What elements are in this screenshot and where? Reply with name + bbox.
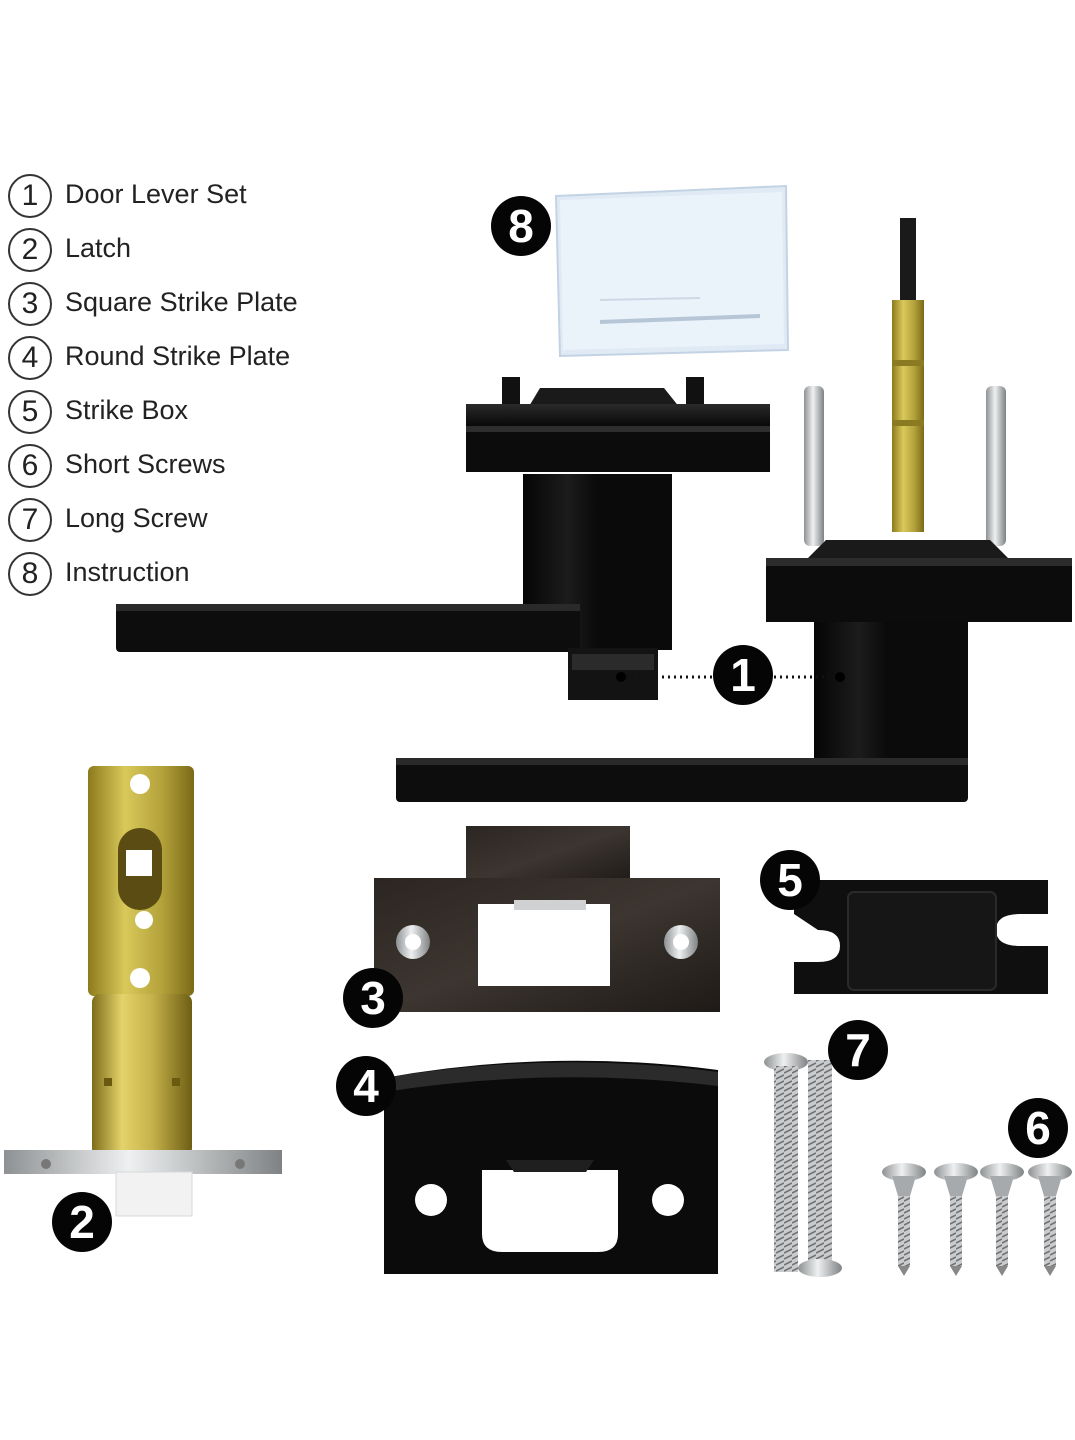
legend-item-instruction: 8 Instruction xyxy=(8,552,338,606)
legend-number: 1 xyxy=(8,174,52,218)
legend-item-round-strike-plate: 4 Round Strike Plate xyxy=(8,336,338,390)
door-lever-right xyxy=(396,218,1072,802)
legend-item-latch: 2 Latch xyxy=(8,228,338,282)
legend-number: 3 xyxy=(8,282,52,326)
badge-long-screws: 7 xyxy=(828,1020,888,1080)
long-screws xyxy=(764,1053,842,1277)
instruction-booklet xyxy=(554,184,790,358)
strike-box xyxy=(794,880,1048,994)
legend-label: Strike Box xyxy=(65,395,189,425)
legend-item-square-strike-plate: 3 Square Strike Plate xyxy=(8,282,338,336)
legend-label: Instruction xyxy=(65,557,190,587)
legend-number: 6 xyxy=(8,444,52,488)
latch xyxy=(4,766,282,1217)
short-screws xyxy=(882,1163,1072,1276)
door-lever-left xyxy=(116,377,770,700)
legend-item-door-lever-set: 1 Door Lever Set xyxy=(8,174,338,228)
legend-label: Square Strike Plate xyxy=(65,287,298,317)
badge-instruction: 8 xyxy=(491,196,551,256)
legend-number: 5 xyxy=(8,390,52,434)
legend-number: 4 xyxy=(8,336,52,380)
legend-number: 7 xyxy=(8,498,52,542)
badge-square-strike-plate: 3 xyxy=(343,968,403,1028)
legend-label: Round Strike Plate xyxy=(65,341,291,371)
lever-set-leader-lines xyxy=(616,672,845,682)
round-strike-plate xyxy=(384,1060,718,1274)
square-strike-plate xyxy=(374,826,720,1012)
legend-item-short-screws: 6 Short Screws xyxy=(8,444,338,498)
badge-lever-set: 1 xyxy=(713,645,773,705)
legend-item-strike-box: 5 Strike Box xyxy=(8,390,338,444)
legend-label: Latch xyxy=(65,233,132,263)
legend-number: 8 xyxy=(8,552,52,596)
legend-label: Door Lever Set xyxy=(65,179,247,209)
badge-latch: 2 xyxy=(52,1192,112,1252)
badge-strike-box: 5 xyxy=(760,850,820,910)
badge-round-strike-plate: 4 xyxy=(336,1056,396,1116)
legend-label: Long Screw xyxy=(65,503,208,533)
badge-short-screws: 6 xyxy=(1008,1098,1068,1158)
legend-label: Short Screws xyxy=(65,449,226,479)
parts-legend: 1 Door Lever Set 2 Latch 3 Square Strike… xyxy=(8,174,338,606)
legend-item-long-screw: 7 Long Screw xyxy=(8,498,338,552)
legend-number: 2 xyxy=(8,228,52,272)
